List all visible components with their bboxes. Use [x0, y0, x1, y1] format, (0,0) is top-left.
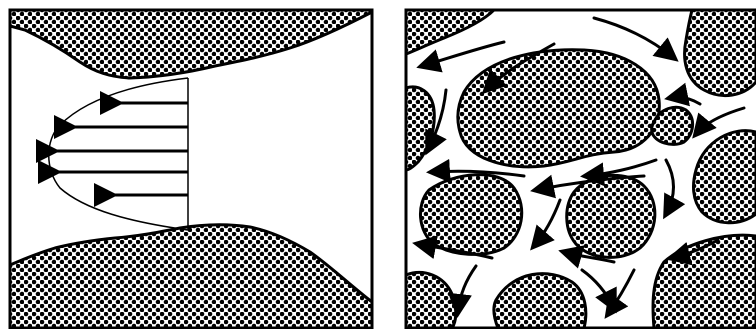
- grain: [567, 175, 655, 257]
- grain: [685, 10, 756, 96]
- pore-throat-panel: [0, 0, 376, 329]
- grain: [458, 50, 659, 167]
- grain: [420, 175, 521, 255]
- porous-medium-diagram: [404, 0, 756, 329]
- porous-medium-panel: [404, 0, 756, 329]
- pore-throat-diagram: [0, 0, 376, 329]
